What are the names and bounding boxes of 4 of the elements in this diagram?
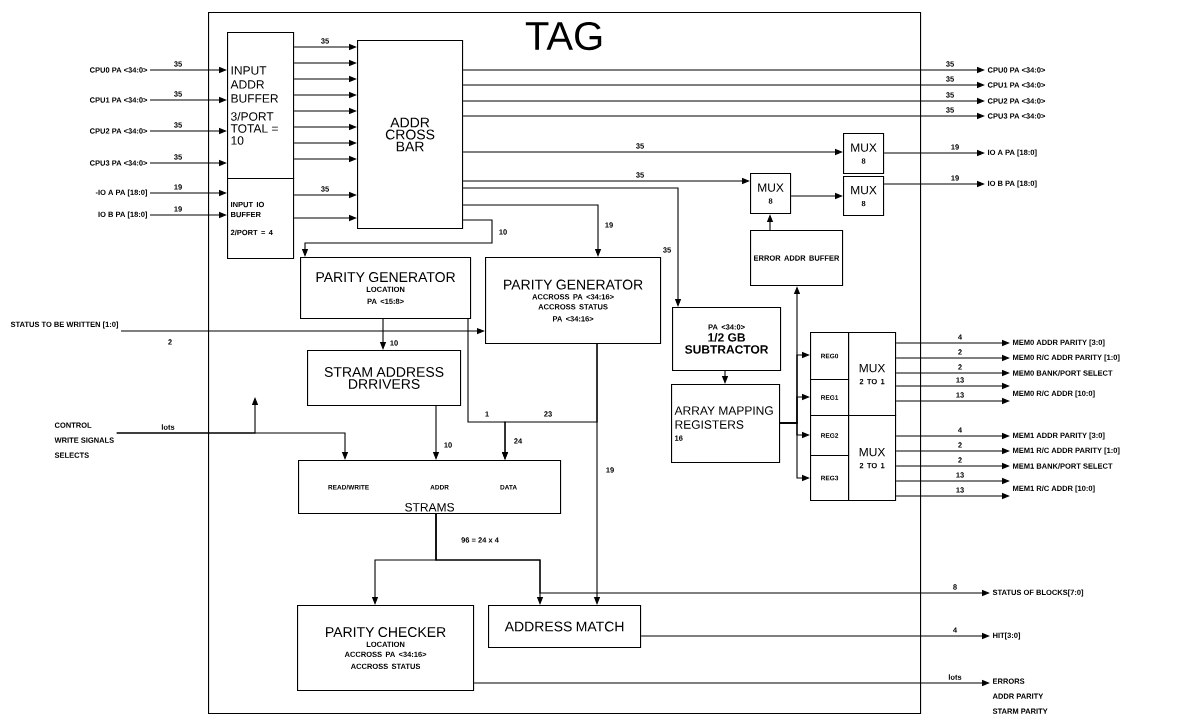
function-block: INPUT ADDR BUFFER 3/PORT TOTAL = 10 (227, 32, 295, 180)
function-block: STRAM ADDRESS DRRIVERS (307, 350, 462, 407)
function-block: ADDR CROSS BAR (357, 40, 464, 230)
function-block: ADDRESS MATCH (488, 605, 642, 649)
